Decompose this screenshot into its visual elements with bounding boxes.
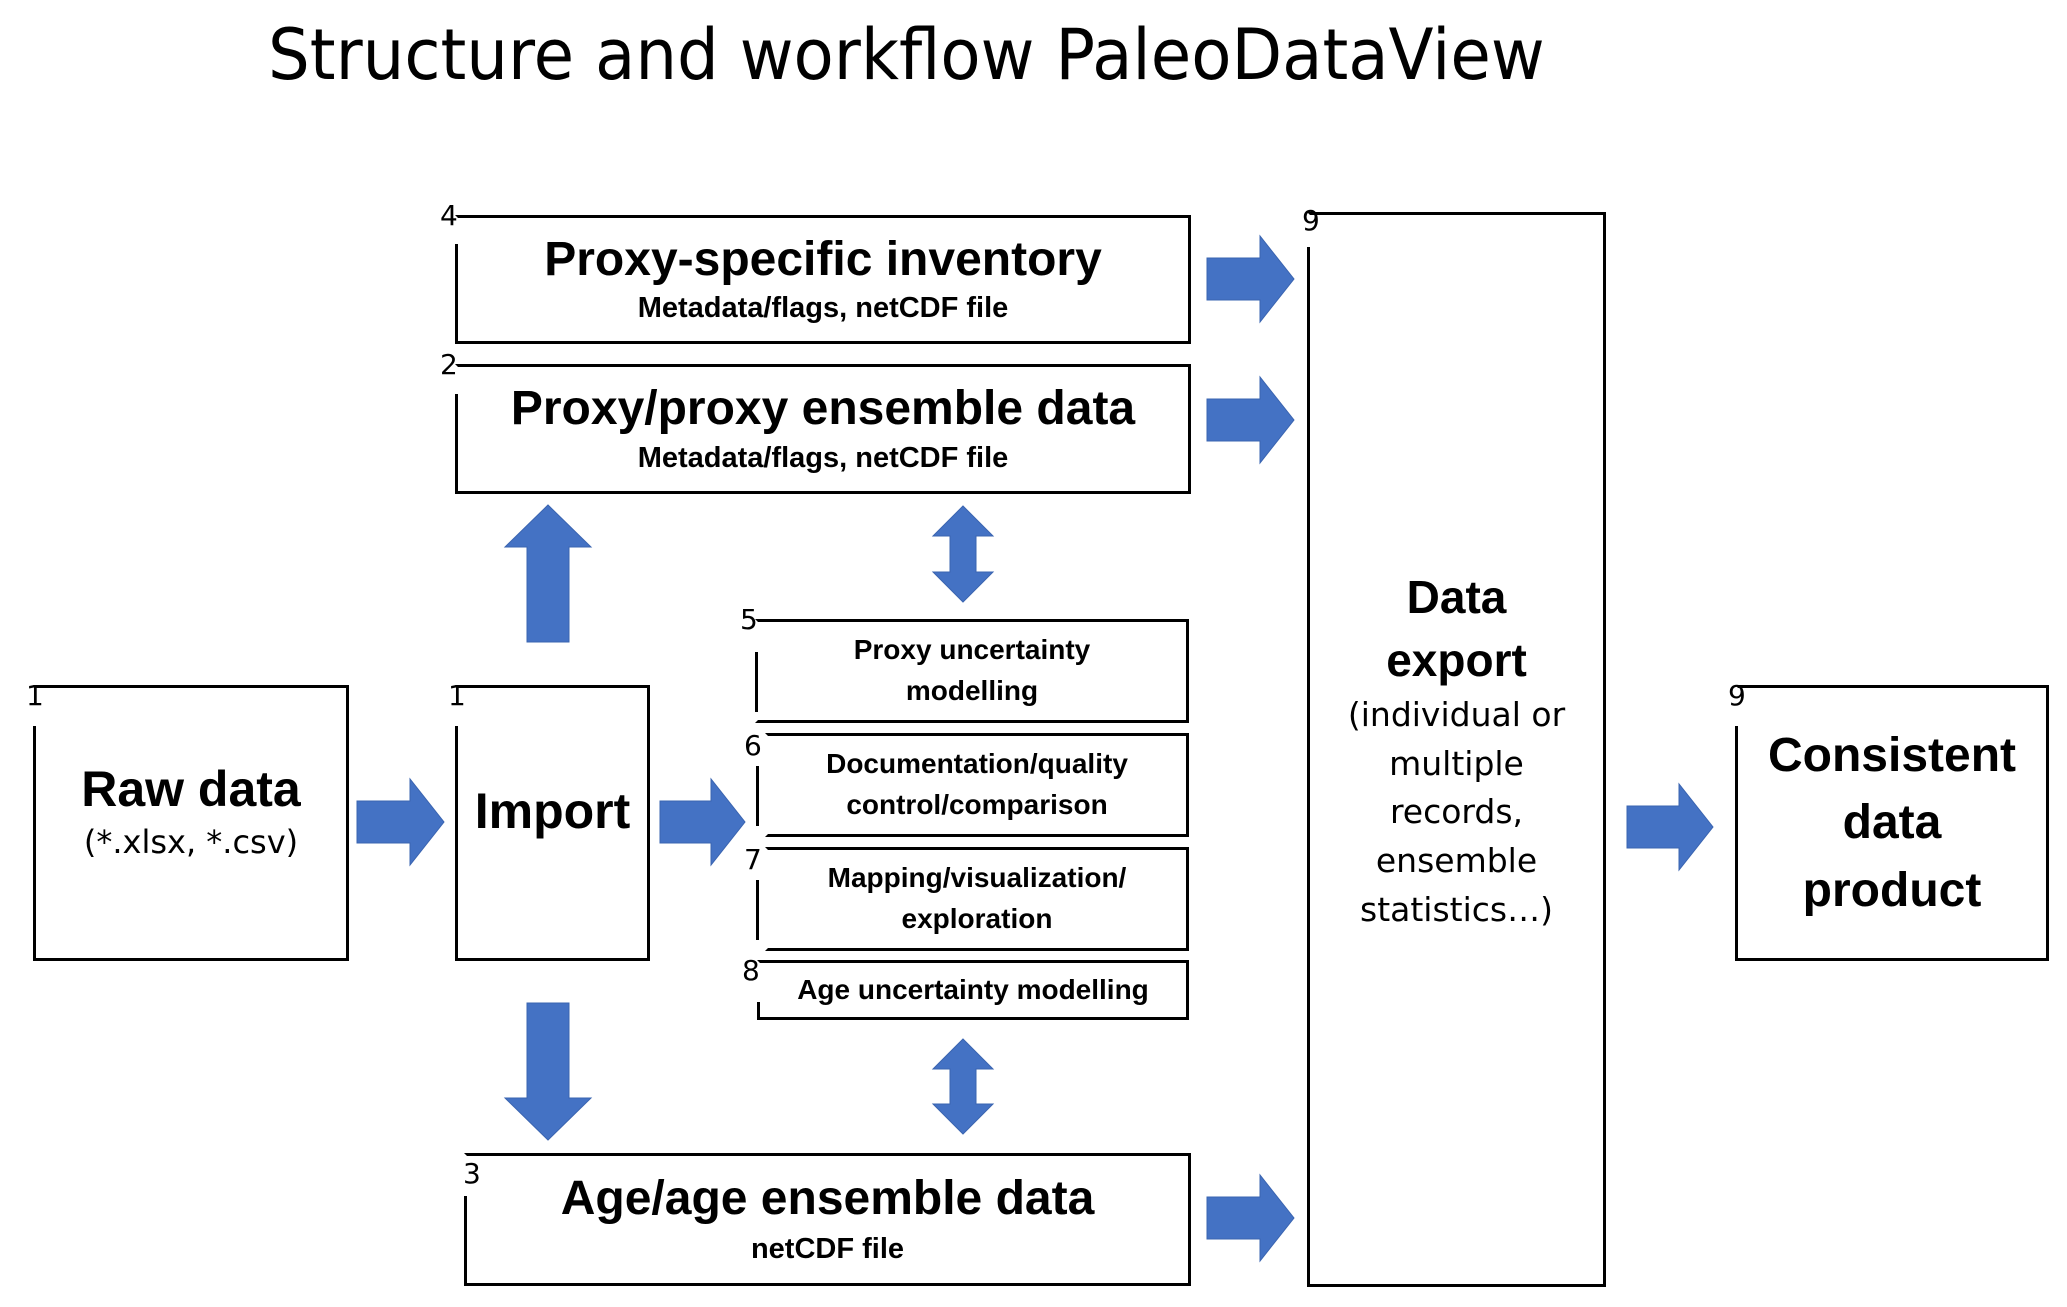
- box-label-line1: Consistent: [1767, 729, 2016, 783]
- arrow-up-icon: [503, 504, 593, 643]
- box-label: Import: [474, 782, 631, 839]
- box-border-segment: [756, 880, 759, 940]
- diagram-title: Structure and workflow PaleoDataView: [268, 14, 1545, 96]
- detail-line: multiple: [1389, 743, 1524, 783]
- age-uncertainty-box: 8 Age uncertainty modelling: [742, 957, 1189, 1020]
- box-detail: (*.xlsx, *.csv): [83, 822, 299, 861]
- box-label-line3: product: [1802, 863, 1982, 917]
- box-label-line2: control/comparison: [846, 789, 1108, 820]
- box-border-segment: [755, 652, 758, 712]
- step-number: 8: [742, 954, 760, 987]
- proxy-ensemble-box: 2 Proxy/proxy ensemble data Metadata/fla…: [440, 351, 1191, 494]
- arrow-down-icon: [503, 1002, 593, 1141]
- arrow-right-icon: [1206, 1173, 1295, 1263]
- raw-data-box: 1 Raw data (*.xlsx, *.csv): [26, 682, 349, 961]
- detail-line: (individual or: [1347, 694, 1566, 734]
- step-number: 5: [740, 603, 758, 636]
- age-ensemble-box: 3 Age/age ensemble data netCDF file: [463, 1153, 1191, 1286]
- box-label-line1: Proxy uncertainty: [853, 634, 1091, 666]
- step-number: 4: [440, 199, 458, 232]
- box-detail: netCDF file: [750, 1233, 905, 1266]
- box-detail: Metadata/flags, netCDF file: [637, 441, 1009, 474]
- detail-line: records,: [1389, 792, 1524, 832]
- box-border-segment: [1307, 247, 1310, 1287]
- step-number: 9: [1302, 204, 1320, 237]
- box-label-line2: exploration: [901, 903, 1053, 934]
- arrow-right-icon: [1206, 375, 1295, 465]
- arrow-bidirectional-icon: [931, 1038, 995, 1135]
- detail-line: statistics…): [1360, 889, 1553, 929]
- box-detail: Metadata/flags, netCDF file: [637, 292, 1009, 325]
- step-number: 6: [744, 729, 762, 762]
- box-border-segment: [455, 394, 458, 494]
- box-label-line2: modelling: [905, 675, 1039, 706]
- step-number: 1: [448, 679, 466, 712]
- step-number: 7: [744, 843, 762, 876]
- consistent-product-box: 9 Consistent data product: [1728, 682, 2049, 961]
- step-number: 1: [26, 679, 44, 712]
- box-border-segment: [464, 1196, 467, 1286]
- box-border-segment: [1735, 726, 1738, 961]
- step-number: 3: [463, 1157, 481, 1190]
- box-label: Raw data: [81, 760, 301, 817]
- arrow-right-icon: [659, 777, 746, 867]
- box-label: Proxy-specific inventory: [544, 232, 1102, 286]
- box-label-line1: Data: [1406, 571, 1507, 624]
- mapping-box: 7 Mapping/visualization/ exploration: [744, 846, 1189, 951]
- box-border-segment: [756, 766, 759, 826]
- step-number: 2: [440, 348, 458, 381]
- proxy-uncertainty-box: 5 Proxy uncertainty modelling: [740, 606, 1189, 723]
- box-border-segment: [33, 726, 36, 961]
- arrow-right-icon: [356, 777, 445, 867]
- box-label: Age uncertainty modelling: [797, 974, 1149, 1005]
- box-label: Age/age ensemble data: [560, 1171, 1095, 1225]
- documentation-box: 6 Documentation/quality control/comparis…: [744, 732, 1189, 837]
- box-label: Proxy/proxy ensemble data: [510, 382, 1136, 436]
- detail-line: ensemble: [1375, 841, 1538, 881]
- arrow-bidirectional-icon: [931, 505, 995, 603]
- import-box: 1 Import: [448, 682, 650, 961]
- box-border-segment: [757, 1002, 760, 1020]
- box-label-line2: data: [1842, 796, 1942, 850]
- data-export-box: 9 Data export (individual or multiple re…: [1302, 207, 1606, 1287]
- box-border-segment: [455, 244, 458, 344]
- box-label-line2: export: [1386, 633, 1527, 686]
- proxy-inventory-box: 4 Proxy-specific inventory Metadata/flag…: [440, 202, 1191, 344]
- arrow-right-icon: [1626, 782, 1714, 872]
- box-label-line1: Documentation/quality: [826, 748, 1128, 780]
- box-label-line1: Mapping/visualization/: [827, 862, 1127, 894]
- step-number: 9: [1728, 679, 1746, 712]
- box-border-segment: [455, 726, 458, 961]
- arrow-right-icon: [1206, 234, 1295, 324]
